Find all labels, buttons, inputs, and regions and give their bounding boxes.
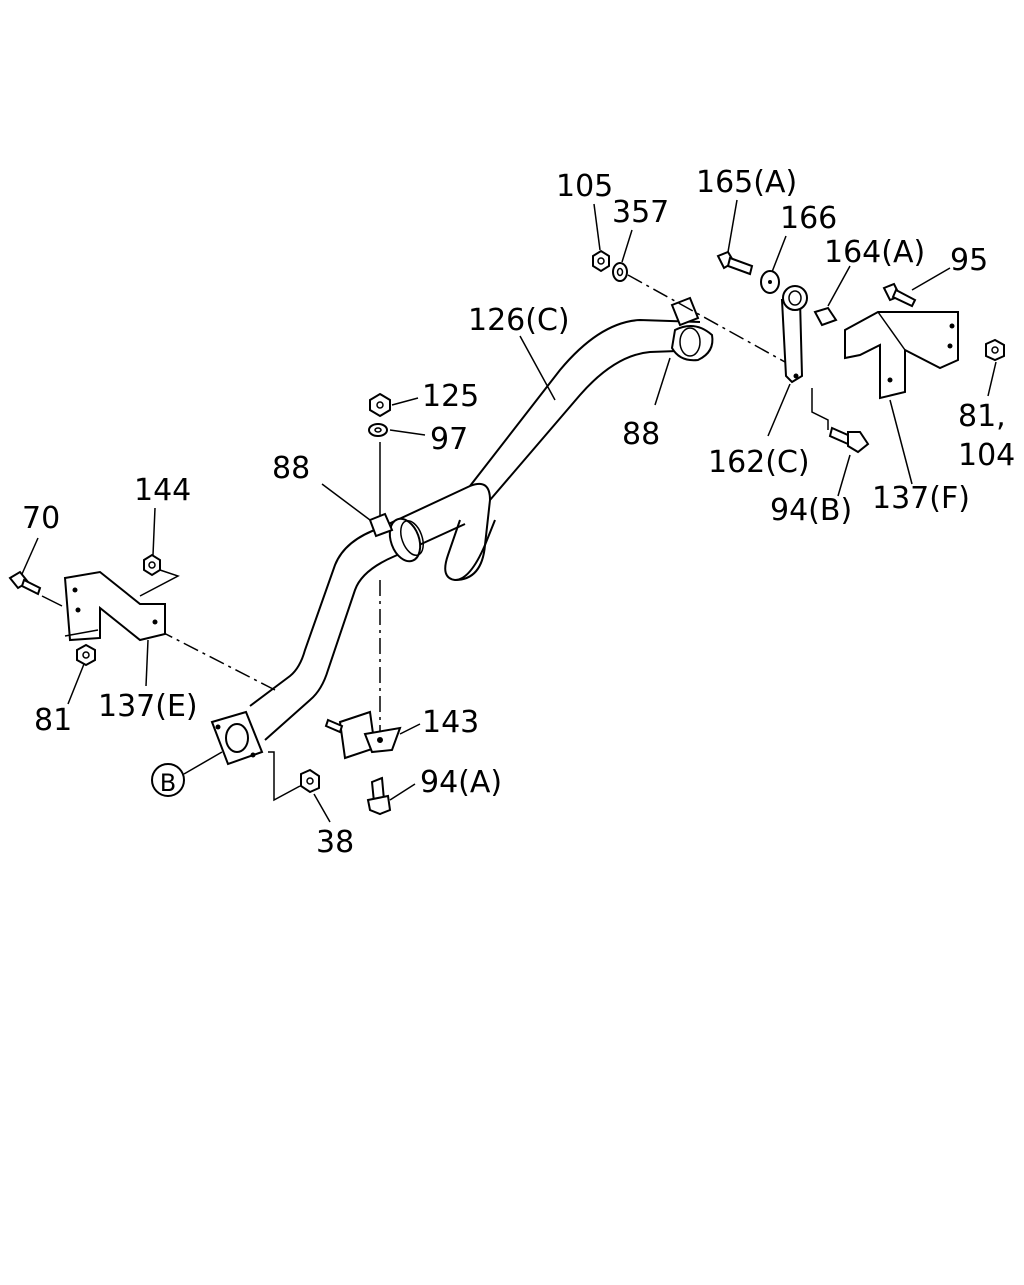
washer-357: [612, 262, 628, 282]
bolt-95: [882, 282, 917, 308]
link-162c: [780, 285, 808, 384]
callout-126c: 126(C): [468, 303, 570, 338]
washer-166: [760, 270, 780, 294]
callout-162c: 162(C): [708, 445, 810, 480]
bushing-88-right: [670, 296, 714, 362]
bolt-165a: [716, 250, 754, 276]
callout-labels: 105 357 165(A) 166 164(A) 95 126(C) 125 …: [22, 165, 1015, 860]
end-flange: [210, 710, 264, 766]
nut-38: [300, 768, 320, 794]
callout-137f: 137(F): [872, 481, 970, 516]
callout-357: 357: [612, 195, 669, 230]
callout-94a: 94(A): [420, 765, 502, 800]
bracket-137e: [63, 570, 166, 642]
callout-94b: 94(B): [770, 493, 852, 528]
callout-88-center: 88: [272, 451, 310, 486]
bracket-137f: [844, 311, 959, 400]
reference-b-marker: B: [151, 751, 223, 797]
callout-144: 144: [134, 473, 191, 508]
leader-lines: [21, 199, 997, 823]
callout-164a: 164(A): [824, 235, 925, 270]
callout-97: 97: [430, 422, 468, 457]
callout-70: 70: [22, 501, 60, 536]
nut-81-104: [985, 338, 1005, 362]
nut-105: [592, 249, 610, 273]
callout-88-right: 88: [622, 417, 660, 452]
callout-137e: 137(E): [98, 689, 198, 724]
bolt-94b: [828, 426, 870, 454]
callout-38: 38: [316, 825, 354, 860]
stabilizer-bar-126c: [249, 318, 706, 741]
axis-line-left: [157, 629, 276, 691]
callout-165a: 165(A): [696, 165, 797, 200]
callout-125: 125: [422, 379, 479, 414]
washer-97: [368, 423, 388, 437]
callout-81-104-line1: 81,: [958, 399, 1006, 434]
callout-81: 81: [34, 703, 72, 738]
callout-105: 105: [556, 169, 613, 204]
bushing-88-center: [368, 512, 424, 563]
bolt-70: [8, 570, 42, 596]
nut-81: [76, 643, 96, 667]
axis-line-right: [627, 274, 786, 363]
callout-81-104-line2: 104: [958, 438, 1015, 473]
spacer-164a: [813, 306, 838, 327]
callout-166: 166: [780, 201, 837, 236]
nut-125: [369, 392, 391, 418]
reference-b-label: B: [160, 769, 176, 797]
callout-95: 95: [950, 243, 988, 278]
clamp-143: [324, 710, 402, 760]
bolt-94a: [366, 776, 392, 816]
nut-144: [143, 553, 161, 577]
callout-143: 143: [422, 705, 479, 740]
